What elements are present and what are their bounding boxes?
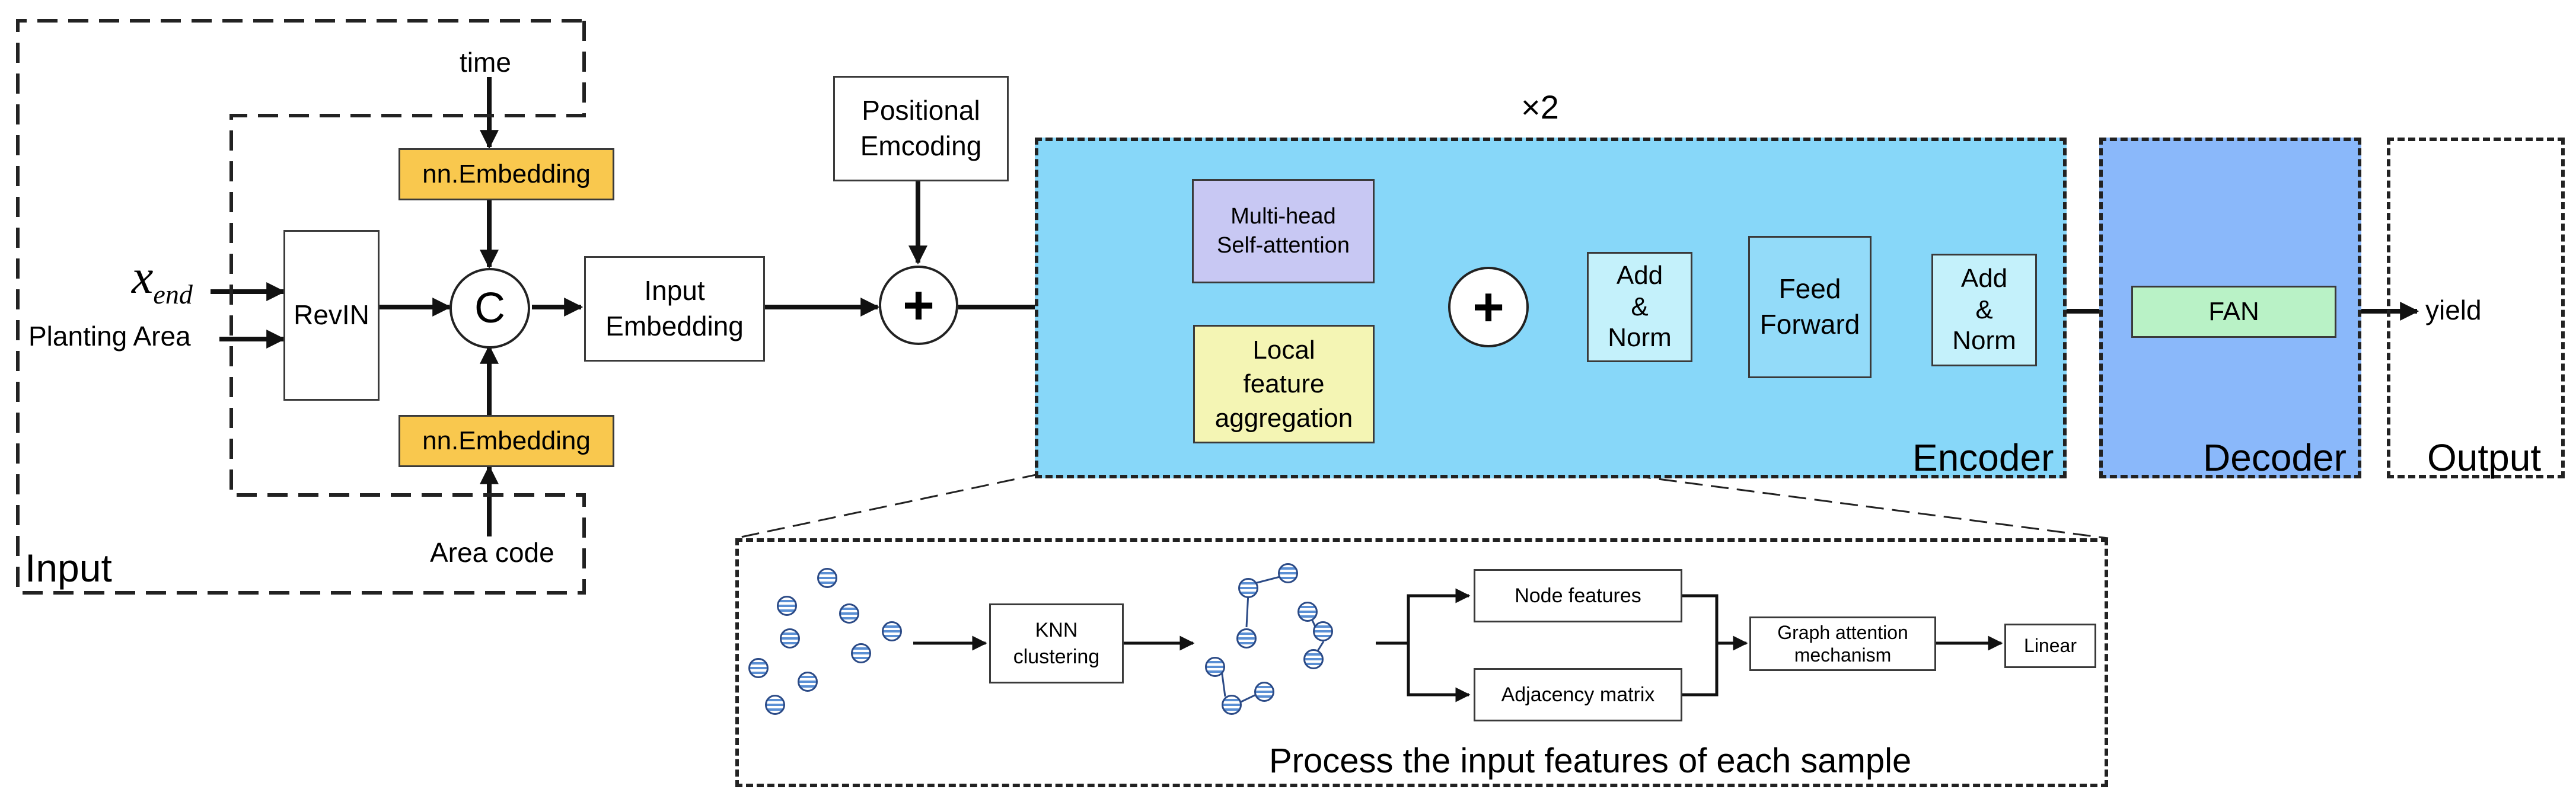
output-region <box>2387 138 2565 478</box>
graph-attention-line2: mechanism <box>1794 644 1892 666</box>
concat-label: C <box>474 285 505 332</box>
feed-forward-box: Feed Forward <box>1748 236 1872 378</box>
graph-node <box>817 568 837 588</box>
node-features-box: Node features <box>1474 569 1682 622</box>
revin-label: RevIN <box>294 299 369 331</box>
input-embedding-line1: Input <box>644 275 705 306</box>
yield-label: yield <box>2425 295 2482 325</box>
repeat-label: ×2 <box>1521 88 1559 126</box>
local-feature-line3: aggregation <box>1214 403 1353 433</box>
graph-node <box>1254 682 1274 702</box>
encoder-add-circle: + <box>1448 267 1529 347</box>
knn-line2: clustering <box>1013 645 1100 668</box>
graph-node <box>1236 628 1257 649</box>
graph-node <box>1297 602 1318 622</box>
concat-circle: C <box>449 268 530 349</box>
graph-node <box>798 672 818 692</box>
revin-box: RevIN <box>283 230 380 401</box>
positional-line2: Emcoding <box>860 130 982 161</box>
graph-node <box>1222 695 1242 715</box>
decoder-label: Decoder <box>2203 436 2347 479</box>
embedding-area-box: nn.Embedding <box>398 415 614 467</box>
add-norm-1-line3: Norm <box>1608 323 1672 353</box>
graph-attention-line1: Graph attention <box>1777 621 1908 643</box>
fan-box: FAN <box>2131 286 2336 338</box>
time-label: time <box>460 47 511 78</box>
graph-node <box>1278 563 1298 583</box>
adjacency-matrix-label: Adjacency matrix <box>1501 683 1655 706</box>
add-norm-1-line2: & <box>1631 292 1649 321</box>
add-norm-2-line2: & <box>1975 295 1993 324</box>
x-sub: end <box>153 279 193 309</box>
local-feature-box: Local feature aggregation <box>1193 325 1375 443</box>
input-region-label: Input <box>25 546 112 590</box>
detail-region <box>735 538 2108 787</box>
planting-area-label: Planting Area <box>28 321 191 352</box>
graph-node <box>1313 621 1333 641</box>
output-label: Output <box>2427 436 2542 479</box>
positional-add-circle: + <box>879 266 958 345</box>
encoder-label: Encoder <box>1912 436 2054 479</box>
embedding-time-label: nn.Embedding <box>422 159 591 189</box>
graph-node <box>851 643 871 663</box>
plus-symbol-2: + <box>1472 276 1504 337</box>
graph-node <box>1303 649 1324 669</box>
graph-node <box>777 596 797 616</box>
graph-node <box>882 621 902 641</box>
graph-node <box>748 658 769 678</box>
multi-head-box: Multi-head Self-attention <box>1192 179 1375 283</box>
add-norm-2-box: Add & Norm <box>1931 254 2037 366</box>
positional-encoding-box: Positional Emcoding <box>833 76 1009 181</box>
plus-symbol: + <box>903 274 935 336</box>
input-embedding-line2: Embedding <box>605 311 744 341</box>
fan-label: FAN <box>2208 297 2259 327</box>
add-norm-2-line1: Add <box>1960 263 2008 293</box>
add-norm-2-line3: Norm <box>1952 326 2016 356</box>
detail-caption: Process the input features of each sampl… <box>1269 742 1912 780</box>
multi-head-line1: Multi-head <box>1230 203 1336 229</box>
graph-node <box>765 695 785 715</box>
add-norm-1-line1: Add <box>1616 260 1663 290</box>
linear-label: Linear <box>2024 634 2077 656</box>
x-main: x <box>132 250 154 304</box>
linear-box: Linear <box>2004 624 2096 668</box>
node-features-label: Node features <box>1515 584 1641 607</box>
multi-head-line2: Self-attention <box>1217 233 1350 258</box>
graph-node <box>1205 657 1225 677</box>
knn-line1: KNN <box>1035 619 1078 642</box>
local-feature-line2: feature <box>1243 369 1325 399</box>
area-code-label: Area code <box>430 537 554 568</box>
embedding-area-label: nn.Embedding <box>422 426 591 456</box>
feed-forward-line1: Feed <box>1778 273 1841 305</box>
local-feature-line1: Local <box>1252 336 1315 365</box>
x-end-label: xend <box>132 249 193 310</box>
feed-forward-line2: Forward <box>1759 309 1860 340</box>
add-norm-1-box: Add & Norm <box>1587 252 1692 362</box>
knn-box: KNN clustering <box>989 603 1124 683</box>
graph-node <box>839 603 859 624</box>
embedding-time-box: nn.Embedding <box>398 148 614 200</box>
graph-attention-box: Graph attention mechanism <box>1749 616 1936 671</box>
input-embedding-box: Input Embedding <box>584 256 765 362</box>
adjacency-matrix-box: Adjacency matrix <box>1474 668 1682 721</box>
graph-node <box>1238 578 1258 598</box>
encoder-region <box>1035 138 2067 478</box>
positional-line1: Positional <box>862 95 980 126</box>
graph-node <box>780 628 800 649</box>
